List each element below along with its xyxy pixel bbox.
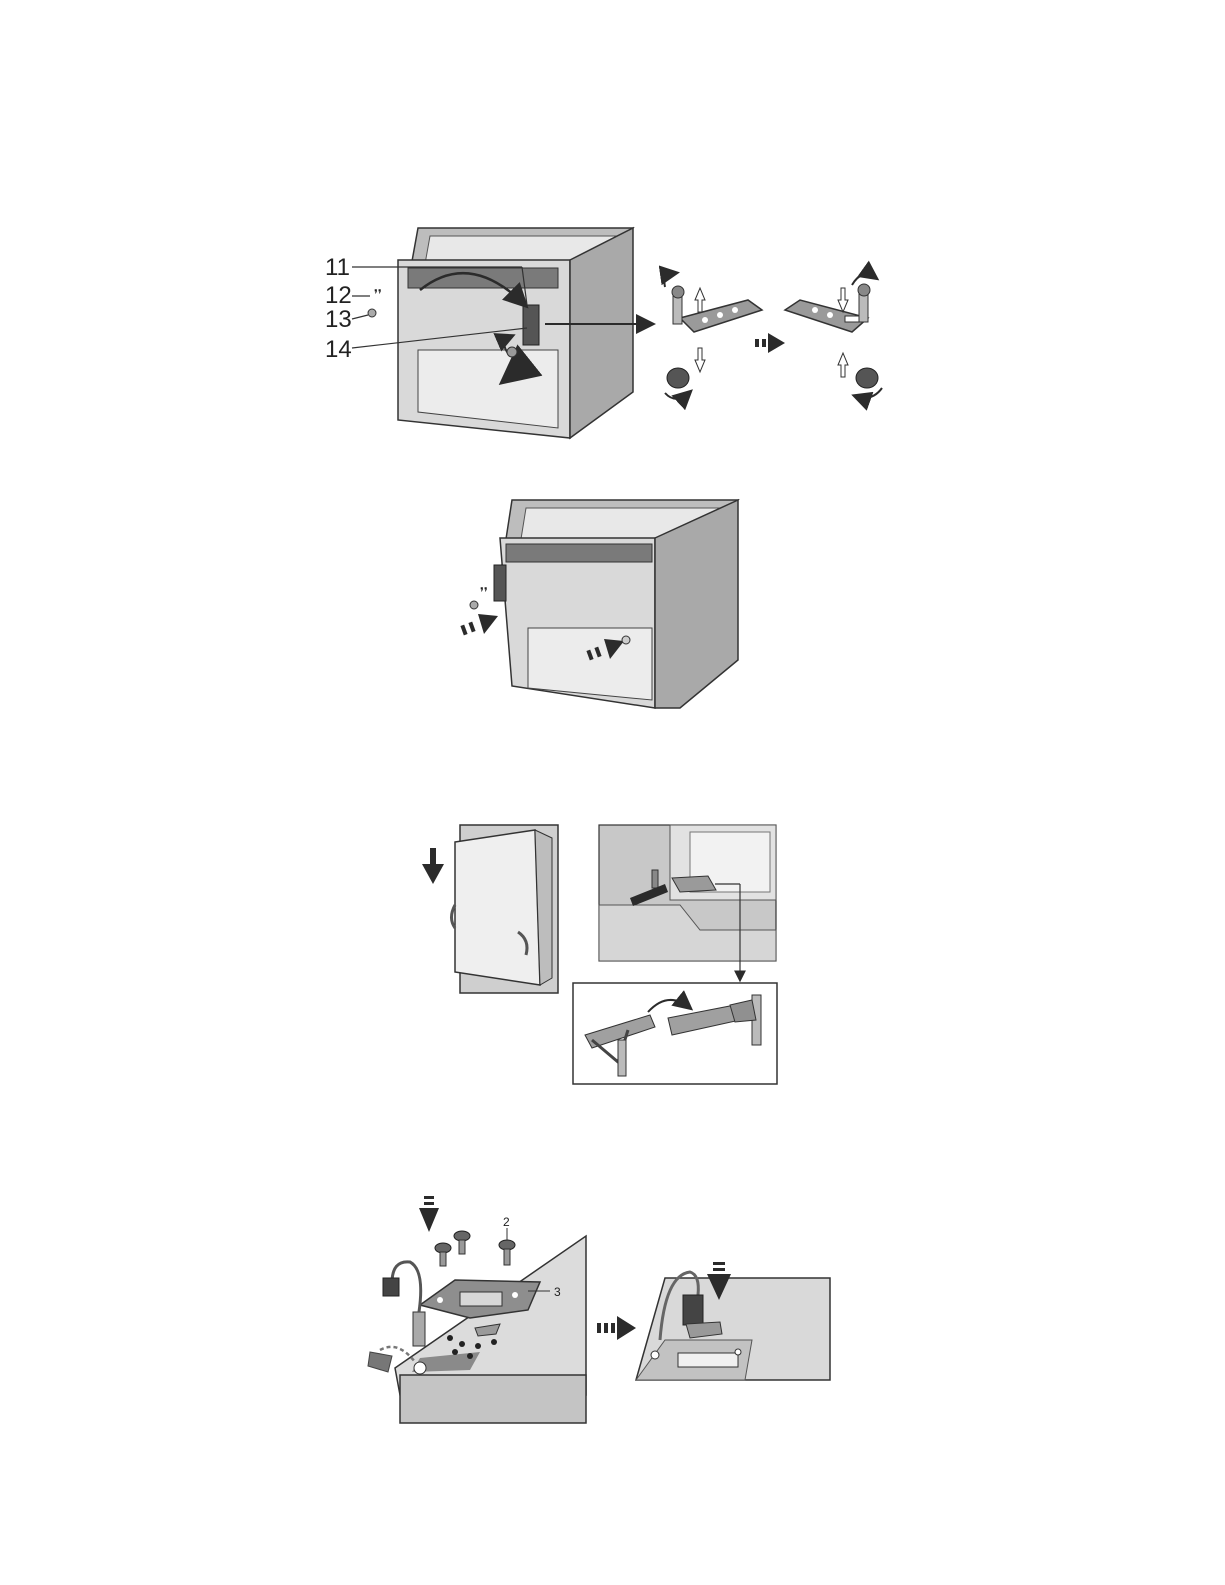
figure-3-door-and-hinge [422, 825, 777, 1084]
callout-2: 2 [503, 1215, 510, 1229]
screws [435, 1231, 515, 1266]
callout-13: 13 [325, 306, 352, 333]
hinge-swap-inset [573, 983, 777, 1084]
figure-1-hinge-removal: ❜❜ 11 12 13 14 [325, 228, 882, 438]
svg-text:❜❜: ❜❜ [374, 287, 382, 301]
door-removal [422, 825, 558, 993]
callout-11: 11 [325, 254, 350, 281]
hinge-closeup [599, 825, 776, 980]
insert-arrow-left [460, 614, 498, 635]
callout-14: 14 [325, 336, 352, 363]
callout-3: 3 [554, 1285, 561, 1299]
svg-text:❜❜: ❜❜ [480, 585, 488, 599]
hinge-detail-after [785, 274, 882, 398]
cable-clip-detail [636, 1262, 830, 1380]
callout-12: 12 [325, 282, 352, 309]
transition-arrow-2 [597, 1316, 636, 1340]
figure-4-bottom-hinge: 2 3 [368, 1196, 830, 1423]
transition-arrow-1 [755, 333, 785, 353]
figure-2-hinge-refit: ❜❜ [460, 500, 738, 708]
hinge-detail-before [664, 273, 762, 399]
cabinet-1 [398, 228, 633, 438]
down-arrow-screws [419, 1196, 439, 1232]
